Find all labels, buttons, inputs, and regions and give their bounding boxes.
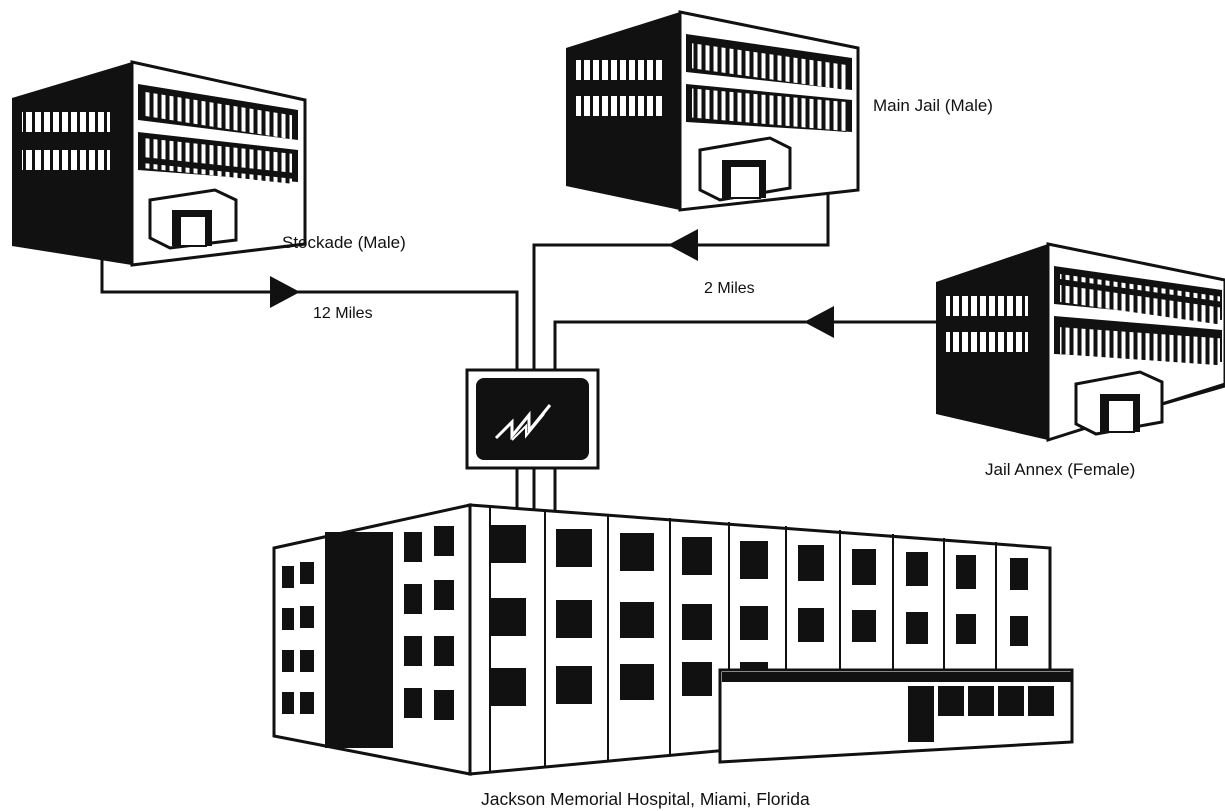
stockade-label: Stockade (Male) [282,233,406,253]
jail-annex-arrow [804,306,834,338]
stockade-building-icon [12,62,305,265]
hospital-building-icon [274,505,1072,774]
stockade-line [102,250,517,370]
hospital-caption: Jackson Memorial Hospital, Miami, Florid… [481,789,810,810]
main-jail-distance-label: 2 Miles [704,280,755,298]
stockade-arrow [270,276,300,308]
jail-annex-label: Jail Annex (Female) [985,460,1135,480]
main-jail-building-icon [566,12,858,210]
jail-annex-line [555,322,940,370]
main-jail-arrow [668,229,698,261]
stockade-distance-label: 12 Miles [313,305,373,323]
jail-annex-building-icon [936,244,1225,440]
main-jail-label: Main Jail (Male) [873,96,993,116]
telemedicine-monitor-icon [467,370,598,468]
